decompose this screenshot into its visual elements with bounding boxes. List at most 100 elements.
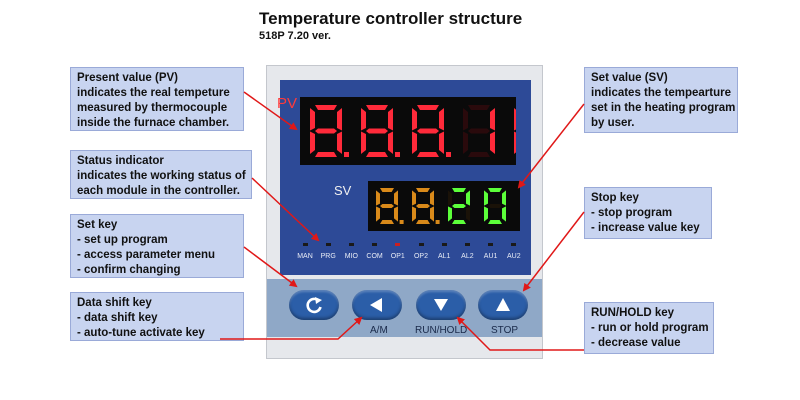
segment: [463, 108, 468, 131]
segment: [468, 128, 490, 134]
segment: [388, 131, 393, 154]
sv-arrow: [517, 103, 585, 189]
segment: [468, 105, 490, 110]
stop-key-button[interactable]: [478, 290, 528, 320]
led-label: PRG: [320, 253, 336, 260]
segment: [484, 206, 488, 222]
segment: [490, 108, 495, 131]
decimal-point: [446, 152, 451, 157]
decimal-point: [395, 152, 400, 157]
led-dot: [488, 243, 494, 246]
callout-set-key: Set key - set up program - access parame…: [70, 214, 244, 278]
led-dot: [418, 243, 424, 246]
triangle-down-icon: [434, 299, 448, 311]
data-shift-key-button[interactable]: [352, 290, 402, 320]
set-key-button[interactable]: [289, 290, 339, 320]
led-dot: [348, 243, 354, 246]
shift-key-arrow: [220, 316, 363, 340]
segment: [366, 105, 388, 110]
callout-line: RUN/HOLD key: [591, 307, 675, 319]
led-label: AL1: [437, 253, 451, 260]
segment: [417, 105, 439, 110]
status-led-prg: PRG: [317, 243, 339, 260]
segment: [488, 204, 502, 208]
status-led-op1: OP1: [387, 243, 409, 260]
segment: [417, 128, 439, 134]
segment: [502, 206, 506, 222]
segment: [376, 190, 380, 206]
segment: [452, 188, 466, 192]
status-led-au1: AU1: [480, 243, 502, 260]
callout-line: inside the furnace chamber.: [77, 117, 230, 129]
pv-label: PV: [277, 95, 298, 112]
decimal-point: [344, 152, 349, 157]
segment: [452, 204, 466, 208]
led-dot: [464, 243, 470, 246]
decimal-point: [399, 220, 404, 224]
segment: [337, 108, 342, 131]
callout-line: - run or hold program: [591, 322, 709, 334]
segment: [315, 105, 337, 110]
segment: [412, 206, 416, 222]
segment: [502, 190, 506, 206]
status-led-op2: OP2: [410, 243, 432, 260]
callout-data-shift-key: Data shift key - data shift key - auto-t…: [70, 292, 244, 341]
segment: [488, 220, 502, 224]
led-dot: [372, 243, 378, 246]
sv-display: [368, 181, 520, 231]
run-hold-key-button[interactable]: [416, 290, 466, 320]
led-label: AU1: [483, 253, 498, 260]
led-dot: [302, 243, 308, 246]
segment: [315, 152, 337, 157]
triangle-up-icon: [496, 298, 510, 311]
segment: [412, 108, 417, 131]
segment: [448, 190, 452, 206]
segment: [361, 131, 366, 154]
segment: [468, 152, 490, 157]
status-arrow: [251, 177, 320, 242]
led-dot: [395, 243, 401, 246]
led-label: OP2: [413, 253, 428, 260]
segment: [380, 188, 394, 192]
callout-line: indicates the real tempeture: [77, 87, 230, 99]
led-label: AU2: [506, 253, 521, 260]
led-label: AL2: [461, 253, 474, 260]
callout-line: Set key: [77, 219, 118, 231]
segment: [394, 190, 398, 206]
pv-arrow: [243, 91, 298, 131]
segment: [488, 188, 502, 192]
segment: [448, 206, 452, 222]
led-label: OP1: [390, 253, 405, 260]
callout-line: - set up program: [77, 234, 168, 246]
segment: [412, 190, 416, 206]
refresh-icon: [306, 297, 322, 314]
callout-line: Present value (PV): [77, 72, 178, 84]
callout-line: measured by thermocouple: [77, 102, 228, 114]
segment: [439, 131, 444, 154]
stop-key-arrow: [522, 211, 585, 292]
led-dot: [511, 243, 517, 246]
segment: [466, 206, 470, 222]
segment: [337, 131, 342, 154]
callout-line: set in the heating program: [591, 102, 736, 114]
stop-key-label: STOP: [491, 325, 519, 336]
callout-line: by user.: [591, 117, 635, 129]
status-led-al1: AL1: [433, 243, 455, 260]
sv-digits: [376, 188, 506, 224]
segment: [484, 190, 488, 206]
callout-run-hold-key: RUN/HOLD key - run or hold program - dec…: [584, 302, 714, 354]
sv-label: SV: [334, 183, 352, 198]
segment: [388, 108, 393, 131]
segment: [310, 108, 315, 131]
status-led-mio: MIO: [340, 243, 362, 260]
segment: [439, 108, 444, 131]
status-led-al2: AL2: [456, 243, 478, 260]
callout-present-value: Present value (PV) indicates the real te…: [70, 67, 244, 131]
segment: [380, 220, 394, 224]
status-led-com: COM: [364, 243, 386, 260]
segment: [416, 220, 430, 224]
segment: [466, 190, 470, 206]
segment: [380, 204, 394, 208]
callout-line: indicates the working status of: [77, 170, 246, 182]
